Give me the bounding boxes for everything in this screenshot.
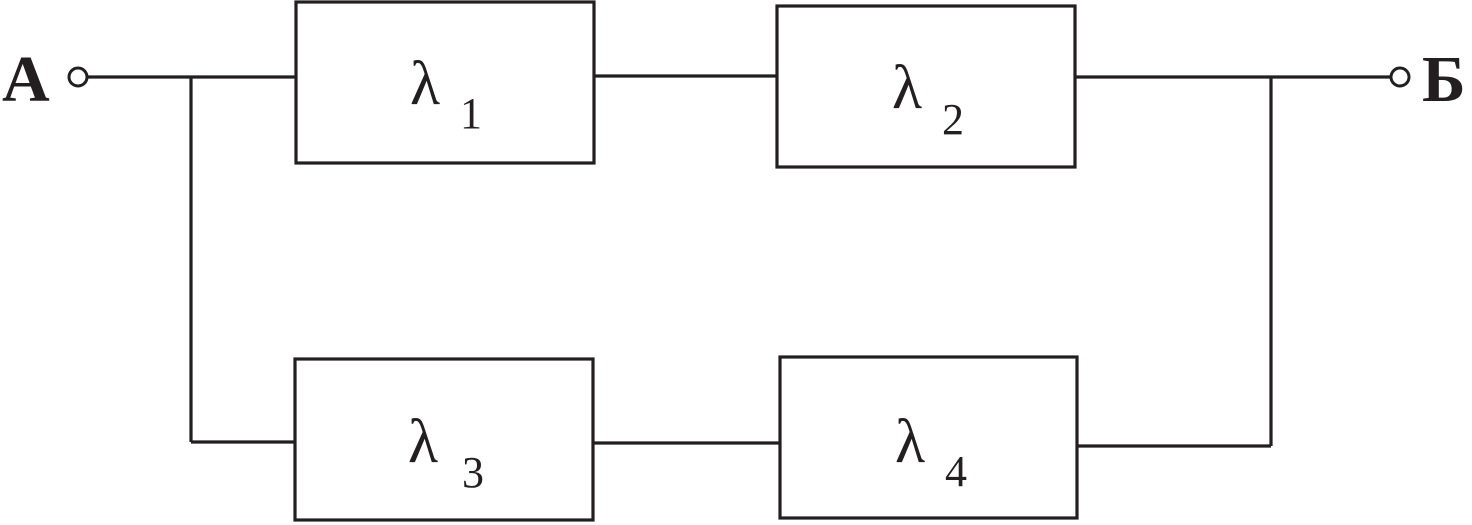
block-2-index: 2 — [942, 95, 964, 144]
input-terminal-label: А — [2, 43, 50, 116]
output-terminal-label: Б — [1422, 43, 1466, 116]
block-1-label: λ 1 — [410, 50, 482, 138]
block-2-label: λ 2 — [892, 54, 964, 144]
wiring — [86, 74, 1392, 448]
output-terminal-circle — [1389, 66, 1411, 88]
block-1-index: 1 — [460, 89, 482, 138]
block-2: λ 2 — [775, 4, 1077, 169]
block-1-frame — [294, 0, 596, 165]
block-4-frame — [778, 355, 1079, 520]
input-terminal-circle — [67, 66, 89, 88]
block-3-symbol: λ — [408, 408, 438, 476]
block-4-index: 4 — [945, 447, 967, 496]
block-3-label: λ 3 — [408, 408, 484, 497]
block-2-frame — [775, 4, 1077, 169]
block-2-symbol: λ — [892, 54, 922, 122]
block-3: λ 3 — [293, 357, 595, 522]
block-4: λ 4 — [778, 355, 1079, 520]
block-1: λ 1 — [294, 0, 596, 165]
block-1-symbol: λ — [410, 50, 440, 118]
block-4-label: λ 4 — [895, 408, 967, 496]
output-terminal: Б — [1389, 43, 1466, 116]
input-terminal: А — [2, 43, 89, 116]
block-3-index: 3 — [462, 448, 484, 497]
block-3-frame — [293, 357, 595, 522]
block-4-symbol: λ — [895, 408, 925, 476]
